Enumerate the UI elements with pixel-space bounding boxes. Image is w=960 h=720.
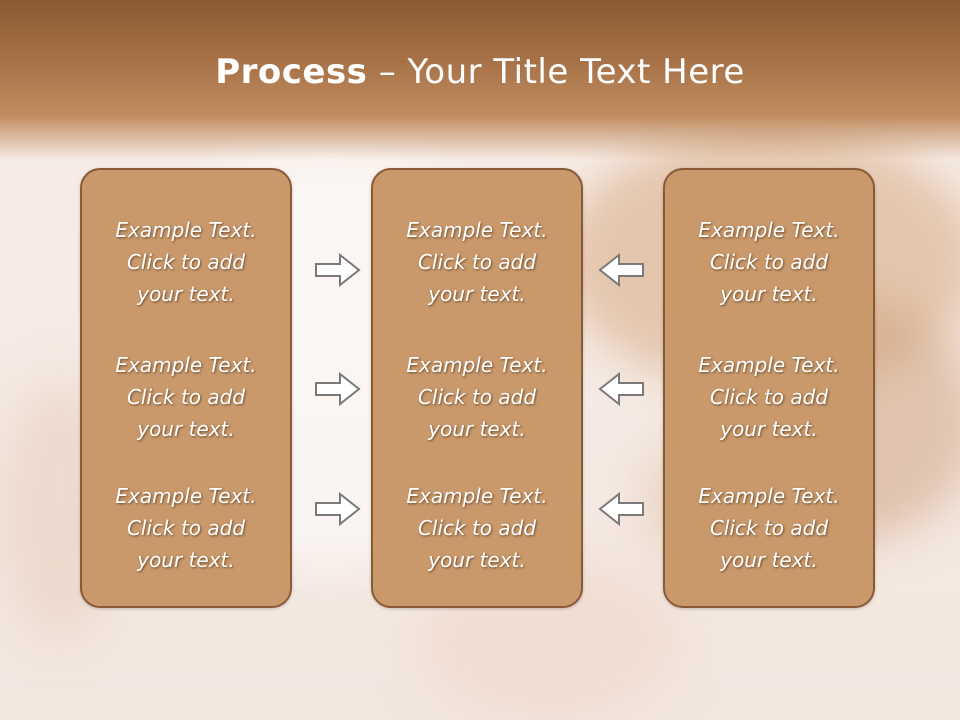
text-line: Example Text. [115, 484, 257, 508]
arrow-right-icon[interactable] [314, 491, 362, 527]
text-line: Click to add [126, 516, 246, 540]
text-box-right[interactable]: Example Text. Click to add your text. Ex… [663, 168, 875, 608]
text-line: Example Text. [698, 484, 840, 508]
text-line: Example Text. [115, 353, 257, 377]
text-line: Click to add [417, 516, 537, 540]
text-line: Click to add [709, 516, 829, 540]
text-placeholder[interactable]: Example Text. Click to add your text. [373, 349, 581, 445]
text-line: Example Text. [698, 218, 840, 242]
text-placeholder[interactable]: Example Text. Click to add your text. [373, 214, 581, 310]
text-line: your text. [720, 417, 818, 441]
arrow-right-icon[interactable] [314, 371, 362, 407]
text-box-middle[interactable]: Example Text. Click to add your text. Ex… [371, 168, 583, 608]
text-line: Click to add [417, 250, 537, 274]
text-line: your text. [428, 282, 526, 306]
text-box-left[interactable]: Example Text. Click to add your text. Ex… [80, 168, 292, 608]
slide-title[interactable]: Process – Your Title Text Here [0, 52, 960, 92]
arrow-left-icon[interactable] [597, 371, 645, 407]
text-line: Click to add [709, 385, 829, 409]
title-strong: Process [215, 52, 368, 92]
text-placeholder[interactable]: Example Text. Click to add your text. [665, 214, 873, 310]
text-placeholder[interactable]: Example Text. Click to add your text. [373, 480, 581, 576]
text-line: Example Text. [406, 218, 548, 242]
text-placeholder[interactable]: Example Text. Click to add your text. [82, 214, 290, 310]
arrow-right-icon[interactable] [314, 252, 362, 288]
text-line: your text. [428, 548, 526, 572]
text-line: Example Text. [698, 353, 840, 377]
text-line: Click to add [709, 250, 829, 274]
text-placeholder[interactable]: Example Text. Click to add your text. [665, 480, 873, 576]
text-placeholder[interactable]: Example Text. Click to add your text. [665, 349, 873, 445]
arrow-left-icon[interactable] [597, 252, 645, 288]
text-line: your text. [137, 417, 235, 441]
text-line: your text. [137, 282, 235, 306]
text-line: Click to add [126, 250, 246, 274]
text-line: your text. [137, 548, 235, 572]
text-line: Click to add [417, 385, 537, 409]
title-rest: – Your Title Text Here [367, 52, 745, 92]
text-line: Example Text. [406, 353, 548, 377]
text-line: Example Text. [406, 484, 548, 508]
text-line: your text. [720, 282, 818, 306]
text-line: Example Text. [115, 218, 257, 242]
text-line: your text. [720, 548, 818, 572]
text-placeholder[interactable]: Example Text. Click to add your text. [82, 349, 290, 445]
text-line: your text. [428, 417, 526, 441]
text-placeholder[interactable]: Example Text. Click to add your text. [82, 480, 290, 576]
arrow-left-icon[interactable] [597, 491, 645, 527]
title-bar [0, 0, 960, 160]
text-line: Click to add [126, 385, 246, 409]
